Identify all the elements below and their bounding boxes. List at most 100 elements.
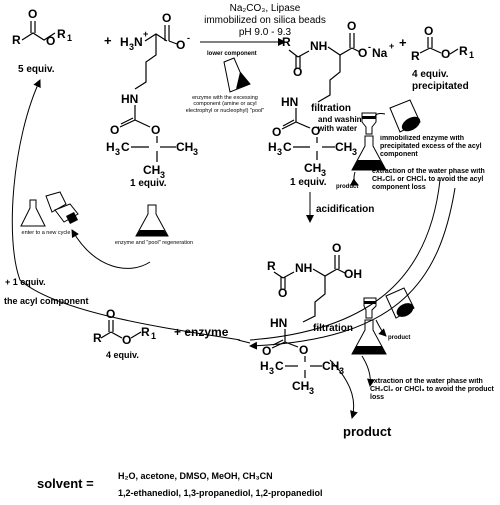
- svg-text:O: O: [332, 241, 341, 255]
- ester-precipitated-note: precipitated: [412, 81, 469, 92]
- filtration-setup-2: [351, 287, 415, 355]
- regeneration-flask: [135, 204, 169, 237]
- plus-sign-2: +: [399, 35, 407, 50]
- enter-cycle-label: enter to a new cycle: [21, 230, 71, 236]
- ester-precipitated-equiv: 4 equiv.: [412, 69, 449, 80]
- free-acid: R O NH O OH HN O O H 3 C CH 3 CH 3: [260, 241, 362, 396]
- svg-text:-: -: [187, 33, 190, 43]
- svg-text:H: H: [260, 359, 269, 373]
- svg-text:3: 3: [160, 170, 165, 180]
- svg-text:O: O: [151, 123, 160, 137]
- svg-text:-: -: [368, 42, 371, 52]
- svg-text:HN: HN: [121, 92, 138, 106]
- product-arrow-2: [375, 319, 387, 337]
- svg-text:R: R: [57, 27, 66, 41]
- recycled-ester: R O O R 1 4 equiv.: [93, 307, 156, 360]
- svg-text:O: O: [28, 7, 37, 21]
- svg-text:R: R: [12, 33, 21, 47]
- svg-text:3: 3: [277, 147, 282, 157]
- immobilized-enzyme-note: immobilized enzyme with precipitated exc…: [380, 135, 482, 159]
- product-arrow-main: [329, 359, 358, 419]
- svg-text:3: 3: [339, 366, 344, 376]
- lower-component-flask: [223, 57, 251, 93]
- svg-text:O: O: [106, 307, 115, 321]
- amine-reactant: H 3 N + O O - HN O O H 3 C CH 3 CH 3 1 e…: [106, 11, 198, 189]
- product-small-2: product: [388, 335, 410, 341]
- cycle-return-arrow: [11, 79, 241, 341]
- svg-text:O: O: [162, 11, 171, 25]
- svg-text:CH: CH: [143, 163, 160, 177]
- svg-text:NH: NH: [295, 261, 312, 275]
- enzyme-pool-note: enzyme with the excessing component (ami…: [185, 95, 265, 114]
- svg-text:O: O: [441, 47, 450, 61]
- svg-text:3: 3: [352, 147, 357, 157]
- filtration-1-label: filtration: [311, 103, 351, 114]
- recycled-ester-equiv: 4 equiv.: [106, 350, 139, 360]
- filtration-setup-1: [351, 99, 421, 171]
- svg-text:Na: Na: [372, 46, 388, 60]
- svg-text:R: R: [93, 331, 102, 345]
- svg-text:CH: CH: [292, 379, 309, 393]
- product-salt: R O NH O O - Na + HN O O H 3 C CH 3 CH 3…: [268, 19, 394, 188]
- svg-text:3: 3: [321, 168, 326, 178]
- svg-text:O: O: [122, 333, 131, 347]
- conditions-line3: pH 9.0 - 9.3: [239, 27, 292, 38]
- svg-text:O: O: [358, 46, 367, 60]
- ester-reactant: R O O R 1 5 equiv.: [12, 7, 72, 75]
- solvent-label: solvent =: [37, 476, 94, 491]
- svg-text:HN: HN: [270, 316, 287, 330]
- amine-equiv: 1 equiv.: [130, 178, 167, 189]
- regeneration-arrow: [71, 229, 151, 269]
- svg-text:3: 3: [269, 366, 274, 376]
- extraction-note-2: extraction of the water phase with CH₂Cl…: [370, 378, 494, 402]
- svg-text:C: C: [283, 140, 292, 154]
- washing-label: and washing with water: [318, 115, 367, 134]
- svg-text:O: O: [46, 34, 55, 48]
- svg-text:H: H: [268, 140, 277, 154]
- svg-text:3: 3: [193, 147, 198, 157]
- svg-text:1: 1: [67, 33, 72, 43]
- svg-text:HN: HN: [281, 95, 298, 109]
- product-salt-equiv: 1 equiv.: [290, 177, 327, 188]
- plus-sign-1: +: [104, 33, 112, 48]
- svg-text:O: O: [176, 38, 185, 52]
- svg-text:R: R: [282, 35, 291, 49]
- svg-text:O: O: [424, 24, 433, 38]
- svg-text:CH: CH: [322, 359, 339, 373]
- svg-text:1: 1: [151, 331, 156, 341]
- plus-one-equiv: + 1 equiv.: [5, 277, 46, 287]
- solvent-line2: 1,2-ethanediol, 1,3-propanediol, 1,2-pro…: [118, 488, 323, 498]
- svg-text:O: O: [311, 124, 320, 138]
- acyl-component-label: the acyl component: [4, 296, 89, 306]
- svg-text:1: 1: [469, 50, 474, 60]
- product-small-1: product: [336, 184, 358, 190]
- extraction-arrow-2: [361, 355, 375, 387]
- return-line-b: [249, 187, 456, 350]
- product-arrow-1: [349, 171, 359, 186]
- svg-text:N: N: [134, 35, 143, 49]
- conditions-line2: immobilized on silica beads: [204, 15, 326, 26]
- return-line-a: [249, 179, 441, 341]
- conditions-line1: Na₂CO₃, Lipase: [230, 3, 301, 14]
- lower-component-label: lower component: [207, 51, 257, 57]
- product-big: product: [343, 424, 392, 439]
- recycled-flasks: [20, 191, 79, 227]
- svg-text:+: +: [389, 41, 394, 51]
- solvent-line1: H₂O, acetone, DMSO, MeOH, CH₃CN: [118, 471, 273, 481]
- svg-text:3: 3: [115, 147, 120, 157]
- svg-text:CH: CH: [304, 161, 321, 175]
- acidification-label: acidification: [316, 204, 374, 215]
- svg-text:R: R: [267, 259, 276, 273]
- svg-text:O: O: [299, 343, 308, 357]
- ester-reactant-equiv: 5 equiv.: [18, 64, 55, 75]
- ester-precipitated: O R O R 1 4 equiv. precipitated: [411, 24, 474, 92]
- svg-text:O: O: [262, 344, 271, 358]
- extraction-note-1: extraction of the water phase with CH₂Cl…: [372, 168, 485, 192]
- join-arrow: [237, 339, 251, 344]
- regeneration-label: enzyme and "pool" regeneration: [114, 240, 194, 246]
- svg-text:H: H: [106, 140, 115, 154]
- svg-text:O: O: [110, 123, 119, 137]
- svg-text:O: O: [278, 286, 287, 300]
